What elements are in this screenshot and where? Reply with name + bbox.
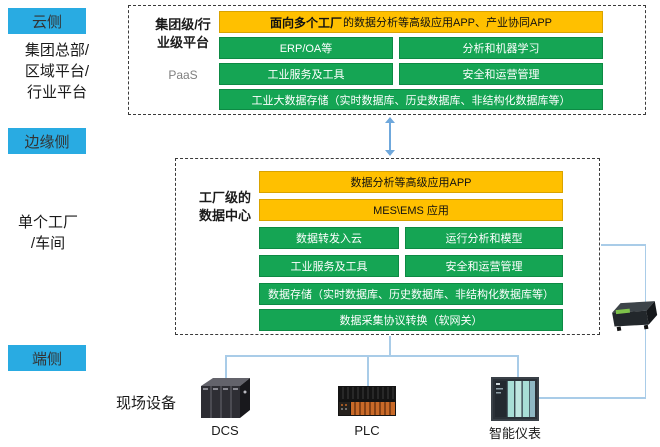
factory-scope-label: 单个工厂 /车间 (6, 212, 90, 254)
cloud-scope-label: 集团总部/ 区域平台/ 行业平台 (2, 40, 112, 103)
platform-app-bar: 面向多个工厂 的数据分析等高级应用APP、产业协同APP (219, 11, 603, 33)
factory-app-bar: 数据分析等高级应用APP (259, 171, 563, 193)
edge-side-badge: 边缘侧 (8, 128, 86, 154)
platform-box: 集团级/行 业级平台 PaaS 面向多个工厂 的数据分析等高级应用APP、产业协… (128, 5, 646, 115)
gateway-device-icon (606, 293, 660, 339)
devices-bus-line (225, 355, 519, 357)
factory-scope-line-1: 单个工厂 (17, 214, 78, 231)
platform-box-title: 集团级/行 业级平台 (137, 16, 229, 52)
platform-box-title-line-1: 集团级/行 (155, 17, 211, 32)
terminal-side-badge: 端侧 (8, 345, 86, 371)
arrow-shaft (389, 120, 391, 153)
field-devices-label: 现场设备 (116, 395, 177, 412)
cloud-edge-arrow-icon (384, 117, 396, 156)
smart-meter-device-icon (490, 375, 540, 423)
factory-mes-bar: MES\EMS 应用 (259, 199, 563, 221)
factory-tools-bar: 工业服务及工具 (259, 255, 399, 277)
factory-box-title-line-1: 工厂级的 (198, 190, 251, 205)
platform-app-bar-rest: 的数据分析等高级应用APP、产业协同APP (342, 17, 553, 29)
plc-device-icon (336, 384, 398, 420)
meter-drop-line (517, 355, 519, 381)
platform-box-title-line-2: 业级平台 (156, 35, 209, 50)
factory-to-devices-line (389, 336, 391, 356)
factory-box-title: 工厂级的 数据中心 (190, 189, 260, 225)
dcs-device-icon (197, 374, 253, 420)
factory-box: 工厂级的 数据中心 数据分析等高级应用APP MES\EMS 应用 数据转发入云… (175, 158, 600, 335)
platform-storage-bar: 工业大数据存储（实时数据库、历史数据库、非结构化数据库等） (219, 89, 603, 110)
gateway-meter-line (538, 397, 646, 399)
factory-scope-line-2: /车间 (30, 235, 66, 252)
gateway-branch-line-h (601, 244, 646, 246)
smart-meter-label: 智能仪表 (488, 426, 541, 441)
cloud-scope-line-3: 行业平台 (26, 84, 87, 101)
platform-tools-bar: 工业服务及工具 (219, 63, 393, 85)
platform-app-bar-bold: 面向多个工厂 (269, 15, 342, 30)
factory-analysis-bar: 运行分析和模型 (405, 227, 563, 249)
dcs-drop-line (225, 355, 227, 381)
cloud-scope-line-1: 集团总部/ (24, 42, 90, 59)
arrowhead-down-icon (385, 150, 395, 156)
platform-security-bar: 安全和运营管理 (399, 63, 603, 85)
dcs-label: DCS (211, 423, 239, 438)
cloud-scope-line-2: 区域平台/ (24, 63, 90, 80)
platform-analytics-bar: 分析和机器学习 (399, 37, 603, 59)
factory-security-bar: 安全和运营管理 (405, 255, 563, 277)
plc-drop-line (367, 355, 369, 386)
factory-gateway-bar: 数据采集协议转换（软网关） (259, 309, 563, 331)
factory-forward-bar: 数据转发入云 (259, 227, 399, 249)
paas-label: PaaS (168, 68, 198, 82)
plc-label: PLC (354, 423, 380, 438)
factory-storage-bar: 数据存储（实时数据库、历史数据库、非结构化数据库等） (259, 283, 563, 305)
factory-box-title-line-2: 数据中心 (198, 208, 251, 223)
platform-erp-bar: ERP/OA等 (219, 37, 393, 59)
cloud-side-badge: 云侧 (8, 8, 86, 34)
